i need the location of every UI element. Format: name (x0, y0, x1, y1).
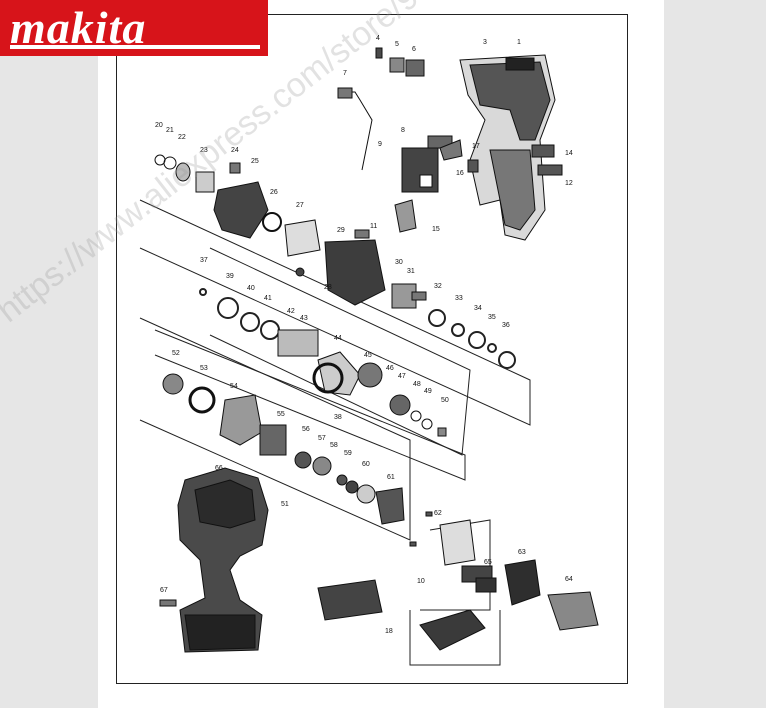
part-label: 36 (502, 322, 510, 329)
part-label: 55 (277, 411, 285, 418)
part-label: 64 (565, 576, 573, 583)
diagram-frame (116, 14, 628, 684)
part-label: 51 (281, 501, 289, 508)
part-label: 53 (200, 365, 208, 372)
switch-parts (337, 47, 563, 233)
part-label: 43 (300, 315, 308, 322)
part-label: 54 (230, 383, 238, 390)
part-label: 33 (455, 295, 463, 302)
hammer-parts (277, 329, 447, 437)
diagram-page (98, 0, 664, 708)
part-label: 35 (488, 314, 496, 321)
part-label: 47 (398, 373, 406, 380)
group-outline-gear (154, 329, 466, 481)
part-label: 11 (370, 223, 377, 230)
part-label: 49 (424, 388, 432, 395)
part-label: 6 (412, 46, 416, 53)
part-label: 42 (287, 308, 295, 315)
part-label: 58 (330, 442, 338, 449)
part-label: 34 (474, 305, 482, 312)
part-label: 5 (395, 41, 399, 48)
motor-parts (295, 229, 427, 309)
part-label: 16 (456, 170, 464, 177)
part-label: 14 (565, 150, 573, 157)
part-label: 66 (215, 465, 223, 472)
logo-text: makita (10, 2, 147, 53)
part-label: 65 (484, 559, 492, 566)
part-label: 3 (483, 39, 487, 46)
part-label: 44 (334, 335, 342, 342)
part-label: 28 (324, 284, 332, 291)
part-label: 57 (318, 435, 326, 442)
part-label: 60 (362, 461, 370, 468)
part-label: 30 (395, 259, 403, 266)
part-label: 48 (413, 381, 421, 388)
part-label: 1 (517, 39, 521, 46)
part-label: 59 (344, 450, 352, 457)
part-label: 10 (417, 578, 425, 585)
part-label: 31 (407, 268, 415, 275)
group-outline-lower (139, 317, 411, 541)
housing-part (459, 54, 556, 241)
part-label: 37 (200, 257, 208, 264)
part-label: 22 (178, 134, 186, 141)
part-label: 17 (472, 143, 480, 150)
part-label: 40 (247, 285, 255, 292)
part-label: 21 (166, 127, 174, 134)
ring-parts (199, 288, 516, 369)
part-label: 45 (364, 352, 372, 359)
part-label: 27 (296, 202, 304, 209)
bracket-18 (409, 610, 501, 666)
part-label: 26 (270, 189, 278, 196)
part-number-labels: 1 3 4 5 6 7 8 9 10 11 12 14 15 16 17 18 … (155, 35, 573, 635)
part-label: 62 (434, 510, 442, 517)
part-label: 20 (155, 122, 163, 129)
part-label: 50 (441, 397, 449, 404)
part-label: 8 (401, 127, 405, 134)
makita-logo: makita (0, 0, 268, 56)
part-label: 52 (172, 350, 180, 357)
part-label: 7 (343, 70, 347, 77)
part-label: 9 (378, 141, 382, 148)
part-label: 32 (434, 283, 442, 290)
part-label: 12 (565, 180, 573, 187)
part-label: 38 (334, 414, 342, 421)
logo-underline (10, 45, 260, 49)
part-label: 39 (226, 273, 234, 280)
electronics-parts (317, 511, 599, 651)
front-cover-parts (154, 154, 321, 257)
part-label: 4 (376, 35, 380, 42)
gear-parts (162, 373, 405, 525)
part-label: 67 (160, 587, 168, 594)
handle-housing (159, 467, 269, 653)
part-label: 46 (386, 365, 394, 372)
part-label: 29 (337, 227, 345, 234)
part-label: 25 (251, 158, 259, 165)
part-label: 24 (231, 147, 239, 154)
part-label: 56 (302, 426, 310, 433)
part-label: 23 (200, 147, 208, 154)
part-label: 63 (518, 549, 526, 556)
part-label: 15 (432, 226, 440, 233)
group-outline-mid (209, 247, 471, 456)
part-label: 61 (387, 474, 395, 481)
part-label: 18 (385, 628, 393, 635)
part-label: 41 (264, 295, 272, 302)
